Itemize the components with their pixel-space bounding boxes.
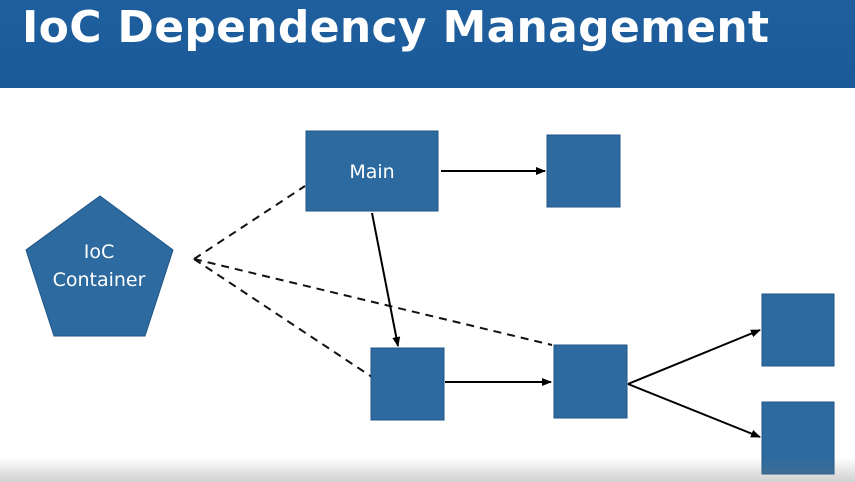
ioc-container-label-line1: IoC — [84, 241, 115, 263]
dashed-edge-to-main — [193, 185, 306, 260]
dependency-box-top-right — [546, 134, 621, 208]
dependency-box-right-upper — [761, 293, 835, 367]
ioc-container-label-line2: Container — [53, 269, 146, 291]
dependency-box-center — [553, 344, 628, 419]
dependency-box-right-lower — [761, 401, 835, 475]
dependency-box-lower-left — [370, 347, 445, 421]
dashed-edge-to-box-lower-left — [193, 258, 373, 378]
dashed-injection-edges — [193, 185, 553, 378]
main-node-label: Main — [349, 161, 394, 183]
dashed-edge-to-box-center — [193, 258, 553, 346]
main-node: Main — [305, 130, 439, 212]
main-node-box — [305, 130, 439, 212]
arrow-center-to-right-lower — [627, 383, 761, 438]
arrow-main-to-lower-left — [371, 212, 401, 347]
ioc-container-node: IoC Container — [25, 195, 174, 337]
slide-title: IoC Dependency Management — [22, 2, 770, 53]
slide-header: IoC Dependency Management — [0, 0, 855, 88]
arrow-center-to-right-upper — [627, 329, 761, 385]
dependency-arrows — [371, 167, 761, 438]
ioc-container-pentagon — [25, 195, 174, 337]
